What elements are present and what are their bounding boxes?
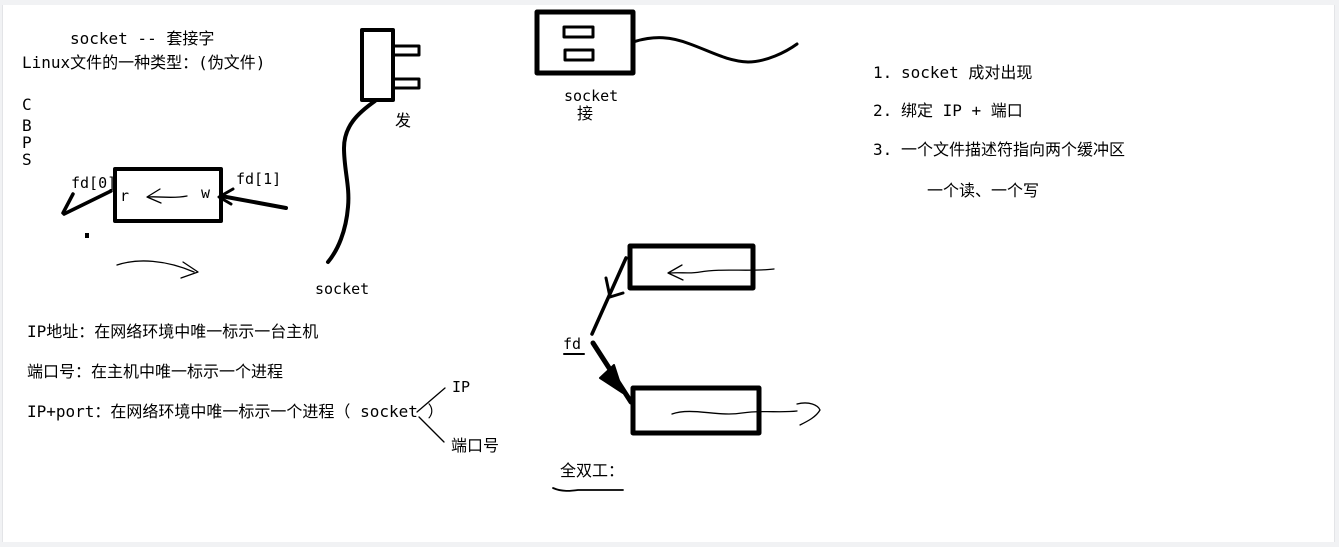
list-item-2-num: 2. [873, 101, 893, 120]
letter-b: B [22, 116, 32, 135]
pipe-arrow-head [146, 188, 162, 204]
outlet-socket-label: socket [564, 87, 619, 105]
list-item-3-num: 3. [873, 140, 893, 159]
plug-wire [326, 99, 377, 264]
fd-upper-arrow-head [604, 276, 625, 299]
plug-socket-label: socket [315, 280, 370, 298]
plug-prong-bottom [391, 77, 421, 90]
definition-port: 端口号：在主机中唯一标示一个进程 [27, 362, 284, 381]
branch-port-label: 端口号 [451, 436, 500, 455]
write-buffer-arrow-head [796, 402, 821, 426]
duplex-label: 全双工： [560, 461, 625, 480]
note-subtitle: Linux文件的一种类型：(伪文件) [22, 53, 266, 72]
fd0-arrow-head [61, 192, 75, 215]
plug-send-label: 发 [395, 111, 412, 130]
branch-line-port [418, 416, 445, 443]
pipe-fd0-label: fd[0] [71, 174, 117, 192]
definition-ip-port: IP+port：在网络环境中唯一标示一个进程（ socket ） [27, 402, 444, 421]
plug-prong-top [391, 44, 421, 57]
outlet-slot-top [562, 25, 595, 39]
pipe-fd1-label: fd[1] [236, 170, 282, 188]
read-buffer-box [627, 243, 756, 291]
outlet-receive-label: 接 [577, 104, 594, 123]
note-title: socket -- 套接字 [70, 29, 215, 48]
period-dot [85, 233, 89, 238]
pipe-write-label: w [201, 184, 211, 202]
list-item-3-text: 一个文件描述符指向两个缓冲区 [901, 140, 1126, 159]
read-buffer-arrow-shaft [669, 268, 775, 274]
fd-lower-arrow-head [599, 364, 624, 394]
letter-s: S [22, 150, 32, 169]
plug-body [360, 28, 395, 102]
fd-label: fd [563, 335, 582, 353]
write-buffer-box [630, 385, 762, 436]
duplex-underline [552, 487, 624, 492]
list-item-2-text: 绑定 IP + 端口 [901, 101, 1023, 120]
letter-c: C [22, 95, 32, 114]
letter-p: P [22, 133, 32, 152]
fd0-arrow-line [62, 189, 113, 216]
branch-ip-label: IP [452, 378, 471, 396]
list-item-3-sub: 一个读、一个写 [927, 181, 1040, 200]
write-buffer-arrow-shaft [671, 410, 798, 415]
swish-arrow-shaft [116, 260, 195, 273]
definition-ip: IP地址：在网络环境中唯一标示一台主机 [27, 322, 319, 341]
list-item-1-num: 1. [873, 63, 893, 82]
fd1-arrow-head [217, 187, 235, 206]
read-buffer-arrow-head [667, 264, 684, 281]
outlet-slot-bottom [563, 48, 595, 62]
branch-line-ip [416, 387, 446, 413]
outlet-wire [631, 36, 799, 64]
swish-arrow-head [180, 261, 199, 279]
pipe-arrow-shaft [147, 195, 188, 199]
fd1-arrow-line [219, 194, 288, 210]
pipe-read-label: r [120, 187, 130, 205]
outlet-body [534, 9, 636, 76]
list-item-1-text: socket 成对出现 [901, 63, 1033, 82]
